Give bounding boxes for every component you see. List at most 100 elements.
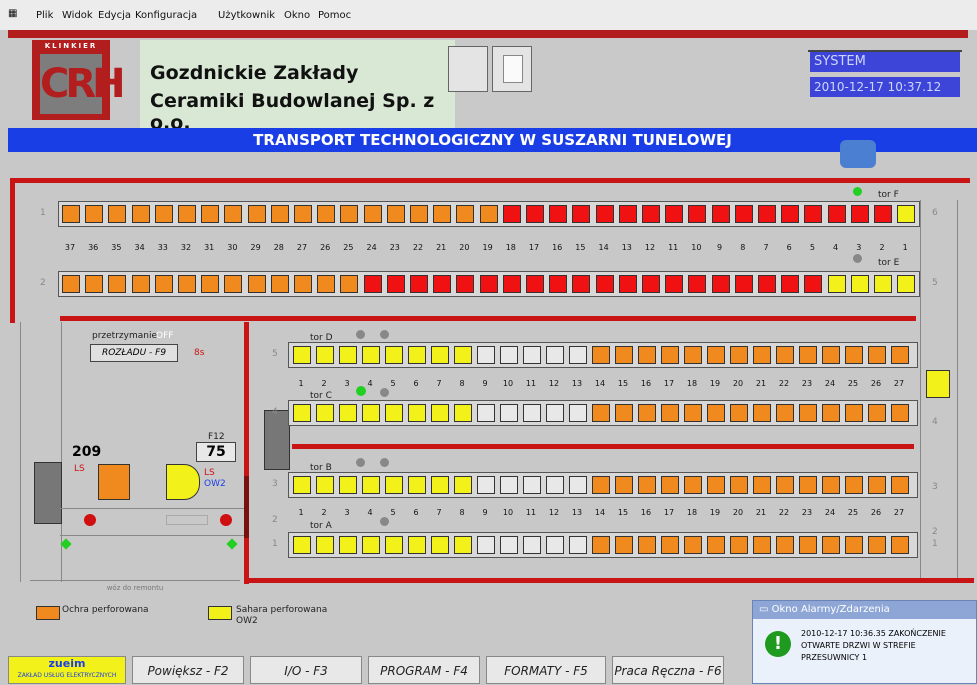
lower-carriage[interactable] — [264, 410, 290, 470]
pallet-cell — [247, 275, 266, 293]
row-label-2: 2 — [40, 278, 46, 288]
formaty-button[interactable]: FORMATY - F5 — [486, 656, 606, 684]
alarm-title-bar[interactable]: ▭ Okno Alarmy/Zdarzenia — [753, 601, 976, 619]
pallet-cell — [477, 536, 495, 554]
track-row-1 — [58, 201, 920, 227]
pallet-cell — [891, 536, 909, 554]
track-position-number: 22 — [778, 508, 790, 517]
menu-edycja[interactable]: Edycja — [98, 10, 131, 21]
motor-icon[interactable] — [840, 140, 876, 168]
pallet-cell — [317, 275, 336, 293]
pallet-cell — [546, 536, 564, 554]
pallet-cell — [523, 346, 541, 364]
track-position-number: 30 — [227, 243, 238, 252]
pallet-cell — [294, 275, 312, 293]
pallet-cell — [85, 205, 104, 223]
pallet-cell — [688, 205, 707, 223]
pallet-cell — [595, 205, 614, 223]
track-position-number: 6 — [413, 508, 419, 517]
frame-left — [10, 178, 15, 323]
track-position-number: 6 — [786, 243, 792, 252]
app-icon[interactable]: ▦ — [8, 8, 18, 19]
calculator-button[interactable] — [492, 46, 532, 92]
io-button[interactable]: I/O - F3 — [250, 656, 362, 684]
menu-okno[interactable]: Okno — [284, 10, 311, 21]
row-label-lower-4: 4 — [272, 407, 278, 417]
gear-icon-b2[interactable] — [380, 458, 389, 467]
powieksz-button[interactable]: Powiększ - F2 — [132, 656, 244, 684]
pallet-cell — [224, 275, 243, 293]
status-led-f — [853, 187, 862, 196]
red-indicator-left — [84, 514, 96, 526]
pallet-cell — [247, 205, 266, 223]
menu-pomoc[interactable]: Pomoc — [318, 10, 352, 21]
pallet-cell — [549, 205, 568, 223]
track-position-number: 9 — [482, 379, 488, 388]
gear-icon-a[interactable] — [380, 517, 389, 526]
menu-widok[interactable]: Widok — [62, 10, 93, 21]
pallet-cell — [456, 205, 475, 223]
track-position-number: 4 — [367, 508, 373, 517]
track-position-number: 10 — [502, 508, 514, 517]
pallet-cell — [661, 476, 679, 494]
track-position-number: 20 — [459, 243, 470, 252]
gear-icon-c[interactable] — [380, 388, 389, 397]
pallet-cell — [684, 476, 702, 494]
right-carriage[interactable] — [926, 370, 950, 398]
gear-icon-d2[interactable] — [380, 330, 389, 339]
menu-uzytkownik[interactable]: Użytkownik — [218, 10, 276, 21]
program-button[interactable]: PROGRAM - F4 — [368, 656, 480, 684]
gear-icon-e[interactable] — [853, 254, 862, 263]
track-position-number: 4 — [833, 243, 839, 252]
track-position-number: 15 — [617, 379, 629, 388]
track-position-number: 4 — [367, 379, 373, 388]
pallet-cell — [822, 476, 840, 494]
pallet-cell — [822, 346, 840, 364]
crh-logo: KLINKIER CRH — [32, 40, 126, 120]
pallet-cell — [108, 205, 127, 223]
alarm-window[interactable]: ▭ Okno Alarmy/Zdarzenia ! 2010-12-17 10:… — [752, 600, 977, 684]
track-position-number: 22 — [412, 243, 424, 252]
pallet-cell — [804, 275, 823, 293]
pallet-cell — [618, 275, 637, 293]
praca-reczna-button[interactable]: Praca Ręczna - F6 — [612, 656, 724, 684]
pallet-cell — [340, 275, 359, 293]
track-position-number: 19 — [482, 243, 493, 252]
track-position-number: 24 — [824, 379, 836, 388]
menu-konfiguracja[interactable]: Konfiguracja — [135, 10, 198, 21]
zueim-logo[interactable]: zueim ZAKŁAD USŁUG ELEKTRYCZNYCH — [8, 656, 126, 684]
track-position-number: 2 — [321, 508, 327, 517]
track-position-number: 7 — [763, 243, 769, 252]
pallet-cell — [868, 346, 886, 364]
tor-b-label: tor B — [310, 463, 332, 473]
pallet-cell — [339, 404, 357, 422]
pallet-cell — [569, 536, 587, 554]
menu-plik[interactable]: Plik — [36, 10, 54, 21]
track-tor-d — [288, 342, 918, 368]
left-carriage[interactable] — [34, 462, 62, 524]
gear-icon-b1[interactable] — [356, 458, 365, 467]
track-position-number: 25 — [847, 508, 859, 517]
green-marker-right — [226, 538, 238, 550]
track-position-number: 11 — [525, 508, 537, 517]
pallet-cell — [502, 205, 521, 223]
pallet-cell — [410, 275, 428, 293]
company-line1: Gozdnickie Zakłady — [150, 62, 359, 84]
pallet-cell — [615, 536, 633, 554]
pallet-cell — [293, 404, 311, 422]
row-label-5: 5 — [932, 278, 938, 288]
pallet-cell — [431, 346, 449, 364]
pallet-cell — [661, 404, 679, 422]
zueim-subtext: ZAKŁAD USŁUG ELEKTRYCZNYCH — [17, 672, 117, 679]
pallet-cell — [85, 275, 104, 293]
pallet-cell — [408, 476, 426, 494]
gear-icon-d1[interactable] — [356, 330, 365, 339]
pallet-cell — [386, 275, 405, 293]
counter-right[interactable]: 75 — [196, 442, 236, 462]
legend-sahara-label: Sahara perforowana — [236, 605, 328, 615]
rozladu-button[interactable]: ROZŁADU - F9 — [90, 344, 178, 362]
legend-sahara-swatch — [208, 606, 232, 620]
sahara-pallet — [166, 464, 200, 500]
f12-label: F12 — [208, 432, 225, 442]
blank-button[interactable] — [448, 46, 488, 92]
